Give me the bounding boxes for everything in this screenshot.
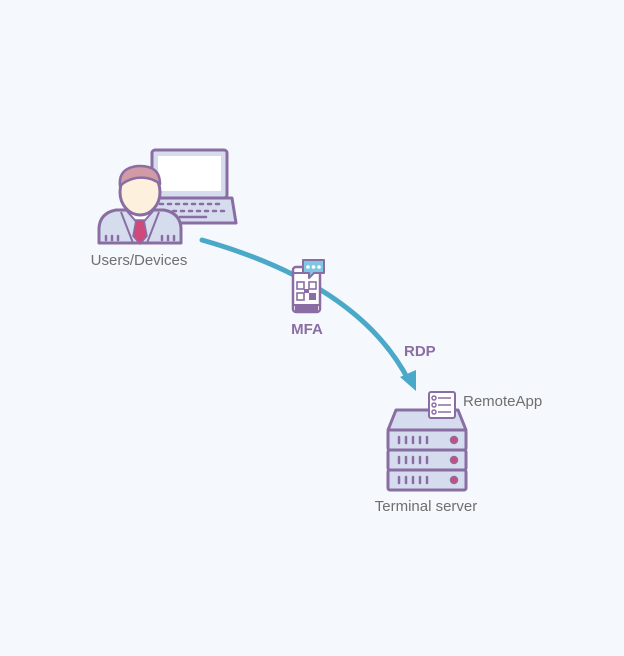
phone-qr-icon (291, 259, 325, 314)
remoteapp-label: RemoteApp (463, 393, 543, 410)
mfa-label: MFA (291, 321, 323, 338)
server-rack-icon (386, 408, 468, 492)
users-devices-label: Users/Devices (90, 252, 188, 269)
terminal-server-label: Terminal server (374, 498, 478, 515)
app-list-icon (428, 391, 456, 419)
rdp-label: RDP (404, 343, 436, 360)
user-laptop-icon (97, 148, 238, 246)
rdp-connection-arrow (199, 237, 416, 391)
